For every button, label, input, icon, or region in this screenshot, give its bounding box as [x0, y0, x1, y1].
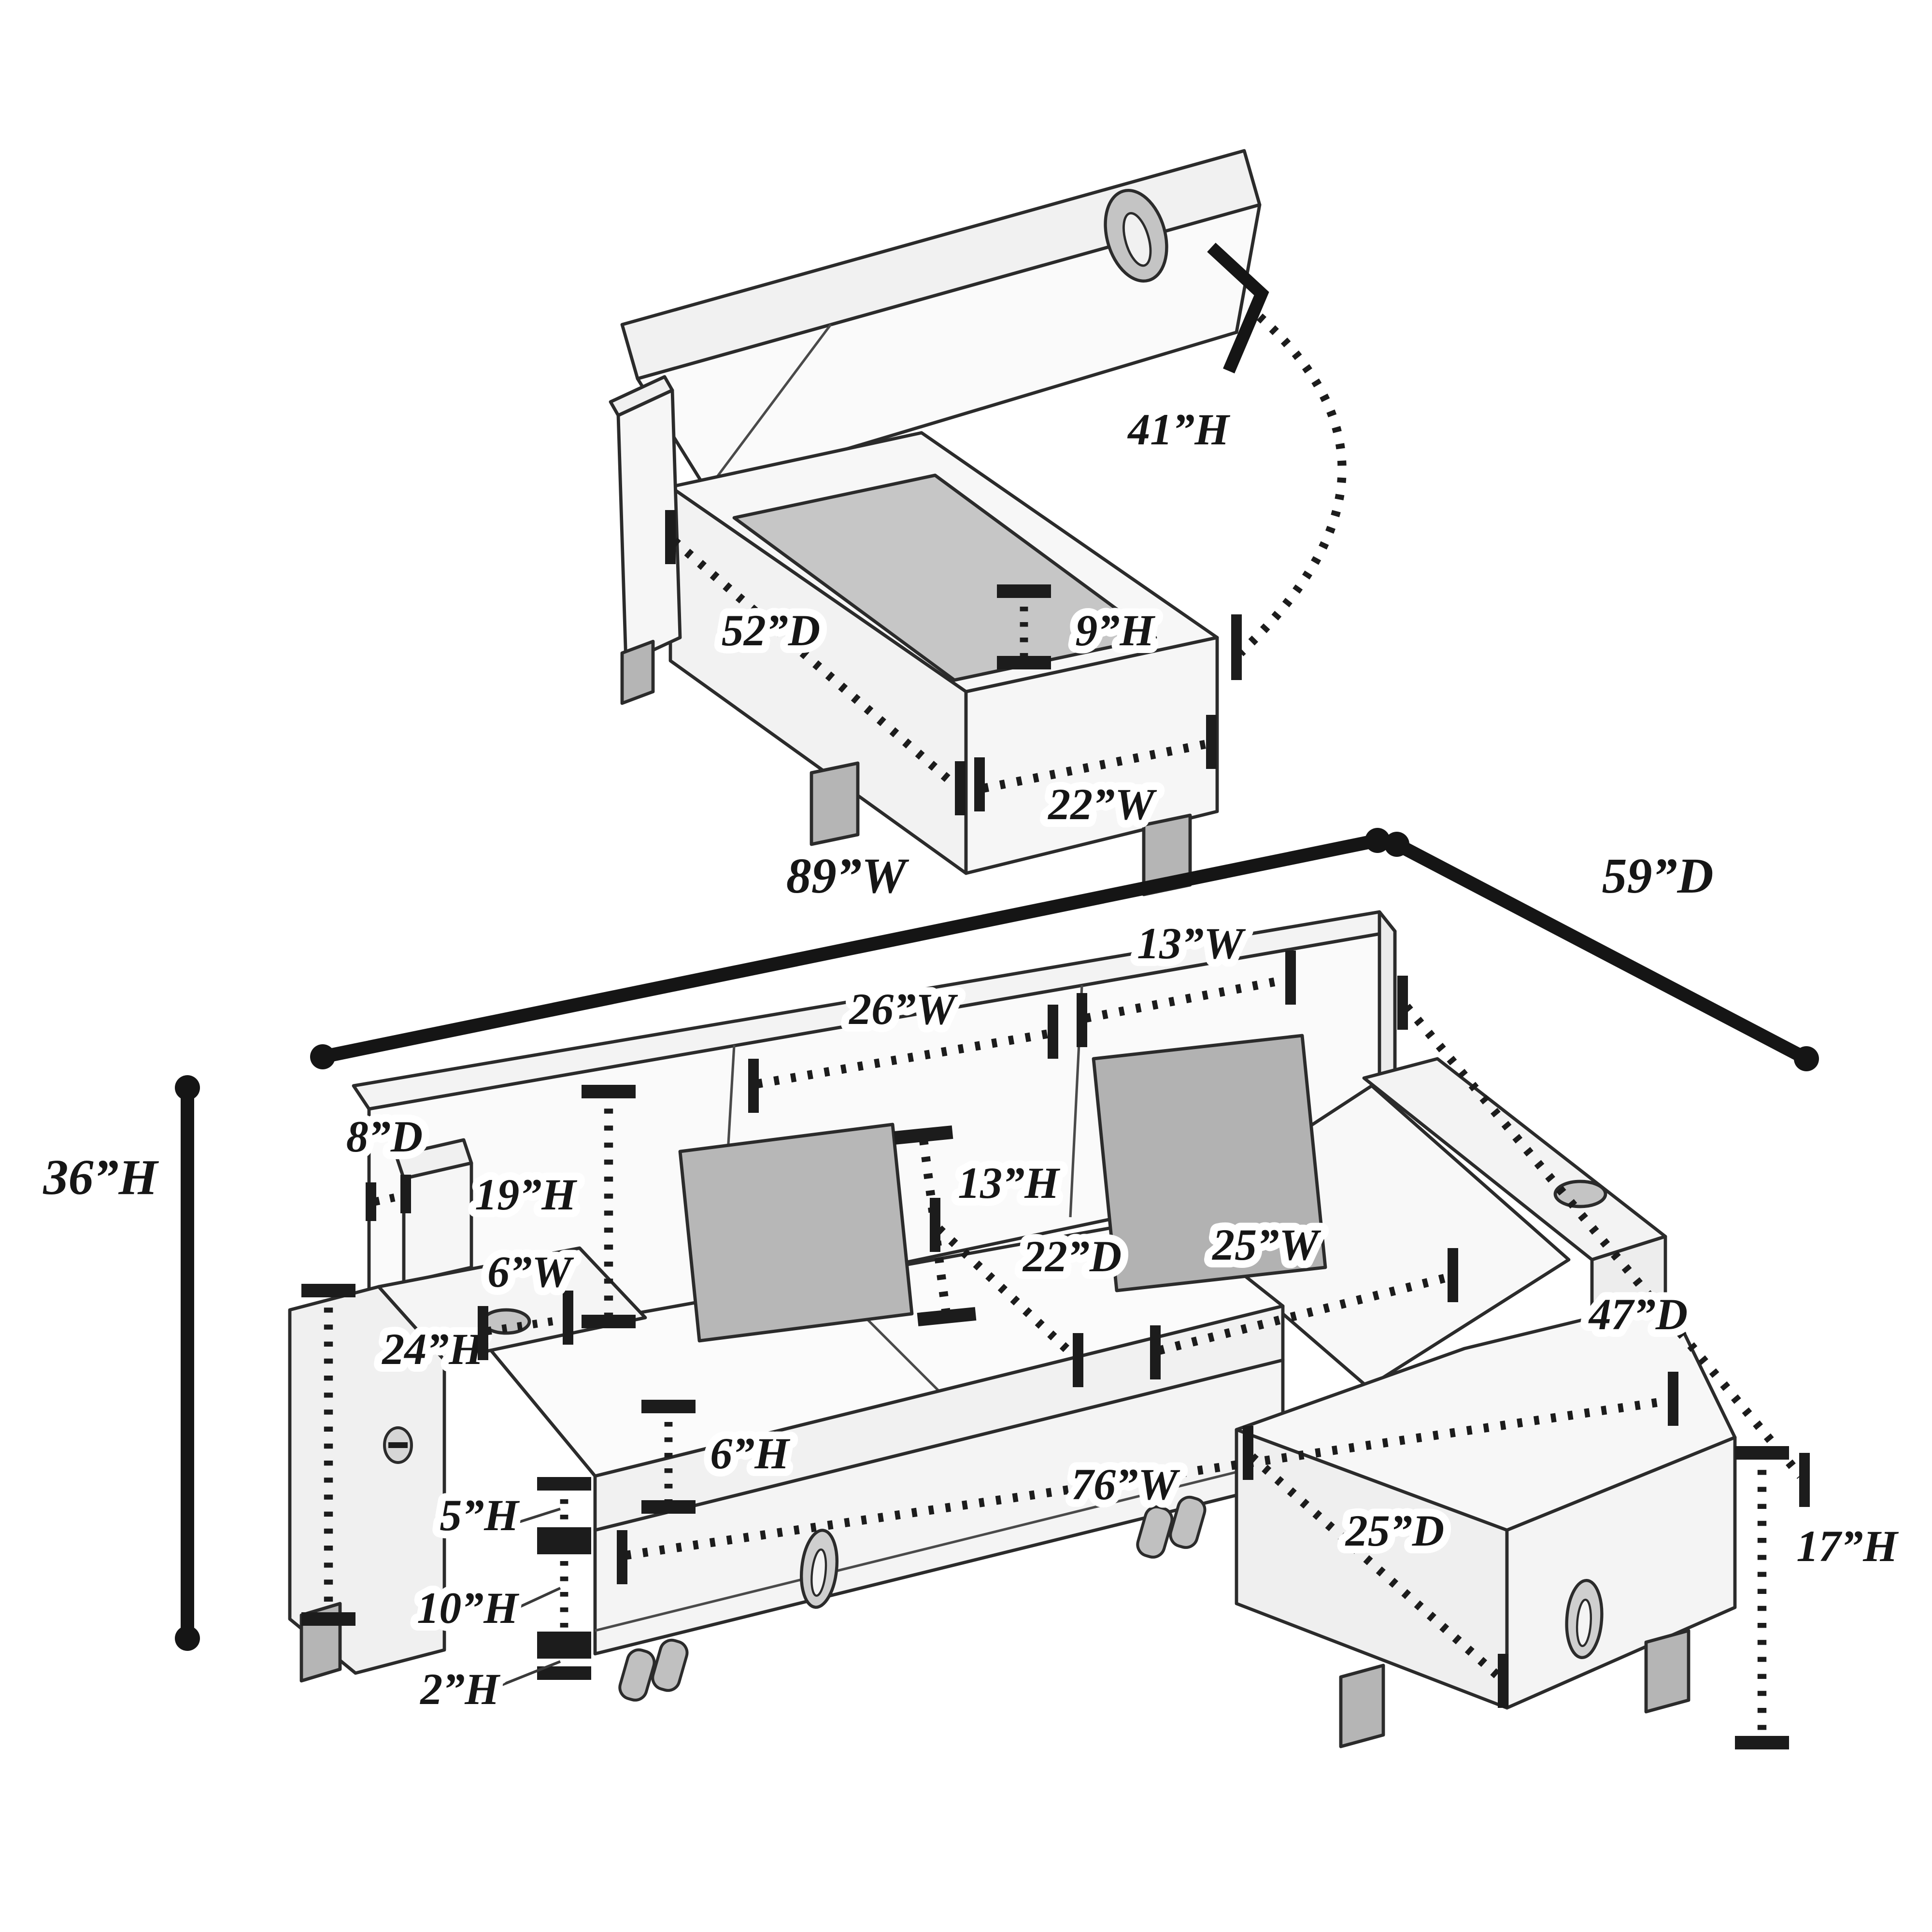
- lid-underside: [636, 203, 1262, 493]
- backrest-slab-front: [616, 388, 682, 665]
- dim-leader: [509, 1587, 561, 1613]
- dim-back-panel-depth: 8”D: [339, 1104, 430, 1221]
- dim-dotted-line: [982, 739, 1208, 793]
- dim-end-dot: [1794, 1046, 1819, 1071]
- backrest-right-end: [1378, 910, 1397, 1080]
- dim-end-dot: [1365, 828, 1390, 853]
- chaise-foot-leg: [1339, 1663, 1385, 1748]
- dim-label-6w: 6”W: [487, 1247, 574, 1296]
- throw-pillow: [678, 1122, 914, 1343]
- dim-dotted-line: [374, 1192, 403, 1206]
- dim-end-dot: [1384, 832, 1409, 857]
- dim-label-6h: 6”H: [710, 1429, 790, 1478]
- dim-label-17h: 17”H: [1796, 1521, 1899, 1571]
- storage-box-mat: [732, 473, 1157, 682]
- dim-overall-height: 36”H: [35, 1075, 200, 1651]
- usb-button-icon: [383, 1426, 413, 1464]
- sectional-sofa-view: 89”W 59”D 36”H: [35, 828, 1906, 1749]
- dim-arm-height: 24”H: [301, 1284, 492, 1626]
- dim-dotted-line: [486, 1315, 565, 1335]
- dim-dotted-line: [1249, 1453, 1503, 1680]
- dim-chaise-seat-width: 25”W: [1150, 1212, 1458, 1379]
- dim-label-47d: 47”D: [1588, 1290, 1688, 1339]
- dim-cap: [894, 1125, 953, 1145]
- chaise-foot-front: [1505, 1435, 1737, 1710]
- dim-label-59d: 59”D: [1602, 848, 1713, 904]
- arc-dotted-line: [1237, 313, 1347, 656]
- dim-leader: [501, 1660, 561, 1686]
- dim-interior-height: 9”H: [997, 584, 1163, 669]
- dim-front-height-stack: 5”H 10”H 2”H: [409, 1477, 591, 1721]
- storage-leg: [620, 639, 655, 705]
- caster-wheel-icon: [1136, 1495, 1207, 1559]
- dim-dotted-line: [625, 1396, 1670, 1560]
- dim-lid-open-height: 41”H: [1119, 313, 1347, 680]
- dim-label-22d: 22”D: [1022, 1232, 1122, 1281]
- dim-label-22w: 22”W: [1047, 780, 1157, 829]
- dim-label-52d: 52”D: [722, 606, 820, 655]
- dim-label-13w: 13”W: [1137, 919, 1246, 968]
- storage-leg: [810, 761, 860, 846]
- dim-seat-depth: 22”D: [930, 1198, 1129, 1387]
- dim-label-25d: 25”D: [1345, 1506, 1444, 1555]
- dim-dotted-line: [1085, 975, 1288, 1023]
- dim-end-dot: [175, 1075, 200, 1100]
- left-back-post-front: [402, 1161, 473, 1285]
- dim-label-41h: 41”H: [1127, 405, 1230, 454]
- dim-cap: [917, 1307, 977, 1326]
- dim-label-25w: 25”W: [1211, 1220, 1321, 1269]
- dim-storage-width: 22”W: [974, 715, 1217, 837]
- dim-label-36h: 36”H: [43, 1150, 159, 1205]
- dim-seat-cushion-height: 6”H: [641, 1400, 798, 1514]
- dim-label-10h: 10”H: [417, 1583, 519, 1633]
- dim-solid-line: [1390, 838, 1813, 1065]
- chaise-foot-leg: [1644, 1629, 1690, 1714]
- dim-label-76w: 76”W: [1071, 1460, 1180, 1509]
- dim-chaise-storage-depth: 25”D: [1243, 1426, 1508, 1708]
- lid-handle-icon: [1104, 189, 1168, 283]
- storage-box-right-wall: [964, 636, 1219, 875]
- dim-label-2h: 2”H: [419, 1664, 500, 1714]
- dim-pillow-width: 13”W: [1077, 911, 1296, 1047]
- dim-label-19h: 19”H: [475, 1170, 577, 1219]
- storage-chaise-open-view: 41”H 9”H 52”D 22”W: [609, 149, 1347, 896]
- dim-label-8d: 8”D: [346, 1112, 423, 1161]
- caster-wheel-icon: [618, 1638, 689, 1702]
- base-bottom-seam: [595, 1459, 1283, 1632]
- dim-back-section-width: 26”W: [748, 977, 1058, 1113]
- dim-label-13h: 13”H: [958, 1158, 1060, 1208]
- lid-fold-seam: [710, 324, 832, 486]
- chaise-handle-icon: [1565, 1578, 1604, 1660]
- dim-dotted-line: [936, 1225, 1078, 1360]
- dim-label-89w: 89”W: [786, 848, 909, 904]
- seat-handle-icon: [800, 1529, 838, 1609]
- dim-chaise-height: 17”H: [1735, 1446, 1906, 1749]
- dim-overall-width: 89”W: [310, 828, 1390, 1069]
- dim-solid-line: [316, 834, 1384, 1064]
- dim-dotted-line: [1403, 1004, 1804, 1479]
- dim-storage-depth: 52”D: [665, 510, 966, 815]
- dim-leader: [517, 1507, 561, 1524]
- right-cupholder-icon: [1553, 1179, 1607, 1208]
- dim-chaise-side-depth: 47”D: [1397, 976, 1810, 1507]
- dim-label-24h: 24”H: [381, 1324, 484, 1374]
- lid-corner-bracket-icon: [1207, 242, 1269, 374]
- dim-overall-depth: 59”D: [1384, 832, 1819, 1071]
- dim-seat-width: 76”W: [617, 1372, 1678, 1584]
- dim-label-5h: 5”H: [440, 1491, 520, 1540]
- dim-cupholder-width: 6”W: [478, 1239, 582, 1360]
- dim-end-dot: [310, 1044, 335, 1069]
- dim-end-dot: [175, 1626, 200, 1651]
- throw-pillow: [1092, 1034, 1327, 1293]
- left-arm-side: [288, 1285, 446, 1675]
- dim-backrest-height: 19”H: [467, 1085, 636, 1328]
- dim-label-9h: 9”H: [1075, 606, 1155, 655]
- dim-label-26w: 26”W: [848, 984, 958, 1034]
